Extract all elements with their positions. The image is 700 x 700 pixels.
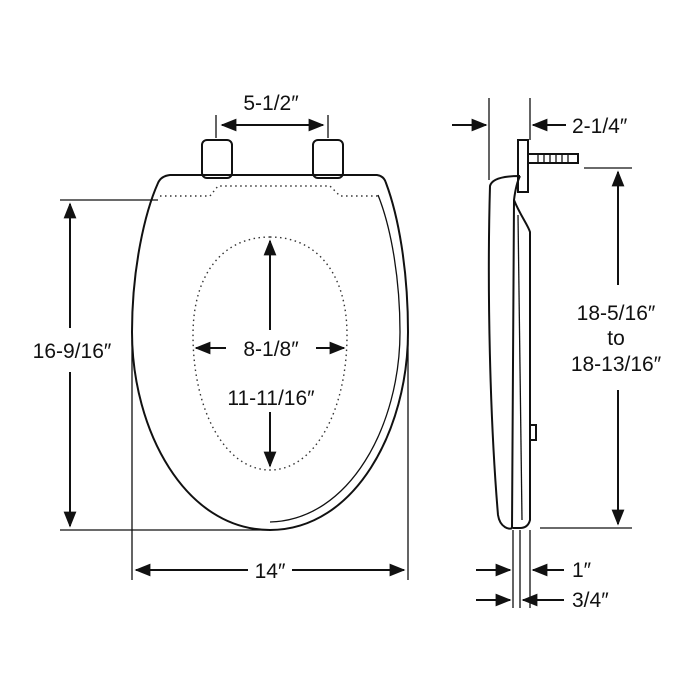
seat-outline: [130, 174, 410, 532]
right-hinge-post: [312, 139, 344, 179]
bolt-threads: [537, 154, 569, 163]
top-view: 5-1/2″ 16-9/16″ 8-1/8″ 11-11/16″ 14″: [33, 92, 410, 583]
hinge-offset-label: 2-1/4″: [572, 115, 628, 138]
bolt-front-label-line3: 18-13/16″: [571, 353, 662, 376]
hinge-bracket: [517, 139, 529, 193]
seat-opening-outline: [192, 236, 348, 471]
hinge-spacing-label: 5-1/2″: [243, 92, 299, 115]
mounting-bolt: [527, 153, 579, 164]
side-seat-profile: [513, 199, 531, 529]
seat-thickness-label: 1″: [572, 559, 592, 582]
left-hinge-post: [201, 139, 233, 179]
side-view: 2-1/4″ 18-5/16″ to 18-13/16″ 1″ 3/4″: [452, 98, 662, 612]
side-bumper: [530, 424, 537, 441]
bolt-front-label-line2: to: [607, 327, 625, 350]
side-lid-profile: [487, 175, 521, 530]
lid-thickness-label: 3/4″: [572, 589, 609, 612]
seat-width-label: 14″: [255, 560, 286, 583]
opening-width-label: 8-1/8″: [243, 338, 299, 361]
hinge-plate-outline: [160, 185, 380, 197]
seat-length-label: 16-9/16″: [33, 340, 112, 363]
side-seat-inner-line: [517, 214, 523, 521]
bolt-front-label-line1: 18-5/16″: [577, 302, 656, 325]
lid-inner-edge: [269, 194, 401, 523]
opening-length-label: 11-11/16″: [227, 387, 315, 410]
